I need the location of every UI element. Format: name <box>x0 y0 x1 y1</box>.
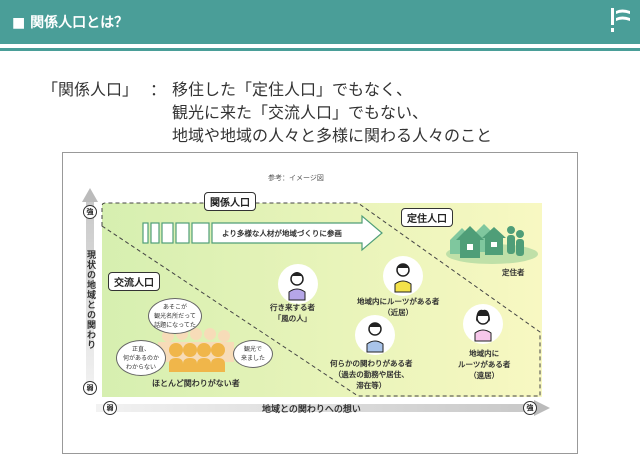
header-bar: ■ 関係人口とは？ <box>0 0 640 44</box>
koryu-label: 交流人口 <box>108 272 160 291</box>
arrow-text: より多様な人材が地域づくりに参画 <box>222 229 342 238</box>
intro-line-3: 地域や地域の人々と多様に関わる人々のこと <box>172 126 493 145</box>
diagram-note: 参考：イメージ図 <box>268 174 324 182</box>
person-far-root-label: 地域内にルーツがある者（遠居） <box>458 349 511 380</box>
y-axis-arrow <box>86 200 94 390</box>
x-axis-arrow <box>96 404 536 412</box>
person-far-root-icon <box>463 304 503 344</box>
progress-bars-icon <box>142 222 210 244</box>
kankei-dashed-boundary <box>101 202 541 397</box>
y-axis-weak: 弱 <box>83 381 97 395</box>
teiju-label: 定住人口 <box>401 208 453 227</box>
speech-bubble-1: あそこが観光名所だって話題になってた <box>148 298 202 334</box>
intro-colon: ： <box>150 80 167 99</box>
x-axis-strong: 強 <box>523 401 537 415</box>
person-near-root-label: 地域内にルーツがある者（近居） <box>357 297 440 317</box>
crowd-label: ほとんど関わりがない者 <box>152 379 240 388</box>
person-near-root-icon <box>383 256 423 296</box>
header-divider <box>0 48 640 51</box>
participation-arrow <box>211 214 383 252</box>
y-axis-label: 現状の地域との関わり <box>85 250 95 350</box>
intro-line-1: 移住した「定住人口」でもなく、 <box>172 80 413 99</box>
crowd-icon <box>158 328 234 372</box>
person-commuter-label: 行き来する者「風の人」 <box>270 303 315 323</box>
person-commuter-icon <box>278 264 318 304</box>
y-axis-strong: 強 <box>83 205 97 219</box>
intro-line-2: 観光に来た「交流人口」でもない、 <box>172 103 429 122</box>
flag-logo-icon <box>611 8 630 32</box>
kankei-label: 関係人口 <box>204 192 256 211</box>
person-related-label: 何らかの関わりがある者（過去の勤務や居住、滞在等） <box>330 359 413 390</box>
teiju-person-label: 定住者 <box>502 268 525 277</box>
houses-icon <box>446 224 538 264</box>
page-title: ■ 関係人口とは？ <box>12 15 129 31</box>
x-axis-weak: 弱 <box>103 401 117 415</box>
person-related-icon <box>355 315 395 355</box>
x-axis-label: 地域との関わりへの想い <box>262 405 361 415</box>
intro-term: 「関係人口」 <box>42 80 139 99</box>
speech-bubble-2: 正直、何があるのかわからない <box>116 340 166 376</box>
speech-bubble-3: 観光で来ました <box>233 340 273 368</box>
